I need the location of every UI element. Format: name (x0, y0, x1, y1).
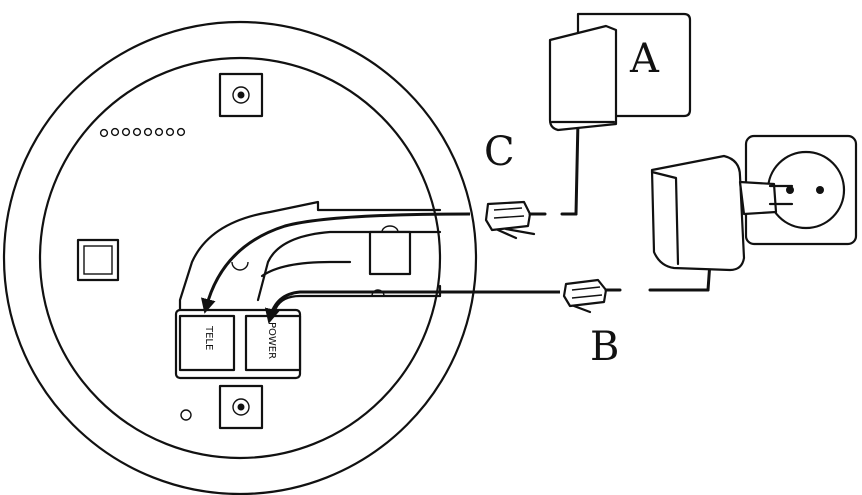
tele-port-label: TELE (203, 325, 214, 350)
power-port-label: POWER (266, 322, 277, 359)
rj11-plug-c (484, 200, 536, 240)
reset-hole (180, 409, 192, 421)
callout-c: C (484, 129, 515, 175)
base-station: TELE POWER (2, 20, 560, 495)
port-recess: TELE POWER (174, 308, 302, 380)
power-plug-b (562, 278, 608, 314)
screw-top (218, 72, 264, 118)
callout-a: A (629, 36, 660, 82)
vent-holes (99, 127, 186, 138)
telephone-wall-adapter-a: A (548, 12, 692, 132)
telephone-line-cable (484, 118, 580, 240)
wall-socket (744, 134, 858, 246)
tele-port (178, 314, 236, 372)
power-port (244, 314, 302, 372)
ac-adapter (650, 154, 794, 272)
rubber-foot-pad-inner (83, 245, 113, 275)
callout-b: B (590, 324, 619, 370)
screw-bottom (218, 384, 264, 430)
power-cable-arrow (264, 290, 560, 324)
power-adapter-cable: B (562, 260, 712, 370)
cable-channel (178, 200, 442, 324)
base-inner-disc (38, 56, 442, 460)
telephone-cable-arrow (200, 212, 471, 314)
cable-clip (368, 230, 412, 276)
